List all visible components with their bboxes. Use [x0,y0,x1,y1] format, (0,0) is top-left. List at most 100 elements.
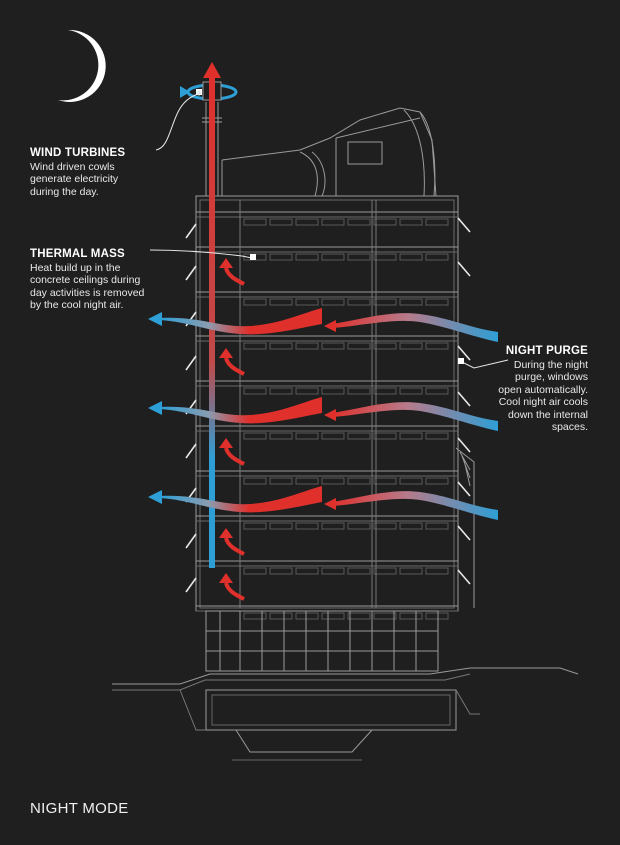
callout-text: generate electricity [30,173,119,185]
ceiling-coffer [373,477,397,485]
callout-text: open automatically. [498,383,588,396]
ceiling-coffer [269,387,293,395]
inflow-ribbon [332,313,498,342]
ceiling-coffer [295,522,319,530]
right-window-louvre [457,569,471,585]
ceiling-coffer [243,342,267,350]
ceiling-coffer [373,298,397,306]
ceiling-coffer [373,612,397,620]
heat-curve [224,582,245,601]
ceiling-coffer [425,477,449,485]
outflow-ribbon [160,308,322,335]
ceiling-coffer [321,522,345,530]
ceiling-coffer [373,432,397,440]
ceiling-coffer [425,253,449,261]
ceiling-coffer [295,342,319,350]
ceiling-coffer [425,522,449,530]
ceiling-coffer [269,567,293,575]
ceiling-coffer [399,522,423,530]
building-section [112,102,579,761]
callout-text: day activities is removed [30,286,145,299]
ceiling-coffer [425,567,449,575]
heat-curve [224,447,245,466]
ceiling-coffer [269,612,293,620]
ceiling-coffer [321,432,345,440]
ceiling-coffer [399,298,423,306]
ceiling-coffer [295,387,319,395]
heat-curve [224,357,245,376]
left-window-louvre [185,577,197,593]
ceiling-coffer [373,218,397,226]
ceiling-coffer [321,342,345,350]
heat-curve [224,267,245,286]
callout-title: WIND TURBINES [30,147,126,159]
ceiling-coffer [295,567,319,575]
ceiling-coffer [269,342,293,350]
left-window-louvre [185,355,197,371]
inflow-arrowhead [324,320,336,332]
callout-text: During the night [513,358,588,371]
ceiling-coffer [425,612,449,620]
ceiling-coffer [295,612,319,620]
ceiling-coffer [399,342,423,350]
outflow-arrowhead [148,312,162,326]
right-window-louvre [457,391,471,407]
ceiling-coffer [347,298,371,306]
ceiling-coffer [347,253,371,261]
ceiling-coffer [373,387,397,395]
callout-night-purge: NIGHT PURGE During the night purge, wind… [470,345,588,434]
inflow-ribbon [332,491,498,520]
ceiling-coffer [321,387,345,395]
outflow-arrowhead [148,490,162,504]
left-window-louvre [185,265,197,281]
ceiling-coffer [243,477,267,485]
left-window-louvre [185,443,197,459]
ceiling-coffer [243,218,267,226]
heat-release-arrows [219,258,245,601]
ceiling-coffer [243,387,267,395]
ceiling-coffer [425,218,449,226]
ceiling-coffer [243,522,267,530]
ceiling-coffer [269,218,293,226]
ceiling-coffer [373,342,397,350]
left-window-louvre [185,223,197,239]
heat-arrowhead [219,348,233,358]
ceiling-coffer [399,567,423,575]
ceiling-coffer [347,522,371,530]
heat-arrowhead [219,258,233,268]
callout-text: purge, windows [515,371,588,383]
ceiling-coffer [321,612,345,620]
callout-text: by the cool night air. [30,299,124,311]
mode-label: NIGHT MODE [30,800,129,817]
night-purge-airflows [148,308,498,520]
ceiling-coffer [321,298,345,306]
ceiling-coffer [399,477,423,485]
ceiling-coffer [295,298,319,306]
wind-turbine-icon [180,81,238,101]
ceiling-coffer [269,298,293,306]
ceiling-coffer [425,298,449,306]
ceiling-coffer [425,432,449,440]
callout-text: Cool night air cools [498,396,588,408]
callout-title: NIGHT PURGE [505,345,588,357]
ceiling-coffer [425,387,449,395]
ceiling-coffer [347,218,371,226]
ceiling-coffer [425,342,449,350]
inflow-ribbon [332,402,498,431]
ceiling-coffer [399,387,423,395]
ceiling-coffer [269,522,293,530]
ceiling-coffer [373,522,397,530]
heat-arrowhead [219,528,233,538]
floor-slabs [196,211,458,620]
callout-thermal-mass: THERMAL MASS Heat build up in the concre… [30,248,160,312]
ceiling-coffer [321,477,345,485]
ceiling-coffer [399,253,423,261]
ceiling-coffer [373,567,397,575]
left-window-louvre [185,533,197,549]
callout-text: Wind driven cowls [30,160,115,173]
ceiling-coffer [347,477,371,485]
ceiling-coffer [347,342,371,350]
ceiling-coffer [321,253,345,261]
ceiling-coffer [295,477,319,485]
